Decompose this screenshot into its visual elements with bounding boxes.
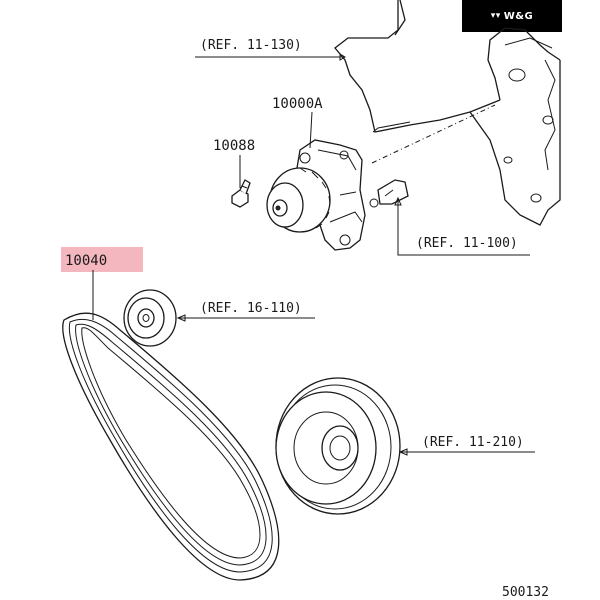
center-line [371,104,496,164]
label-ref-11-210: (REF. 11-210) [422,435,524,450]
crankshaft-pulley [275,377,401,515]
label-ref-11-100: (REF. 11-100) [416,236,518,251]
pump-gasket [369,179,409,208]
idler-pulley [123,289,177,347]
diagram-number: 500132 [502,585,549,600]
bolt-10088 [231,179,251,208]
logo-mark-icon: ▾▾ [490,11,501,21]
label-part-10088: 10088 [213,138,255,154]
part-10040-highlight [61,247,143,272]
water-pump [266,139,366,251]
label-ref-11-130: (REF. 11-130) [200,38,302,53]
drive-belt [62,312,280,581]
brand-logo: ▾▾ W&G [462,0,562,32]
engine-block [334,0,561,226]
label-ref-16-110: (REF. 16-110) [200,301,302,316]
logo-text: W&G [503,10,534,22]
label-part-10040: 10040 [65,253,107,269]
leader-lines [92,53,535,456]
label-part-10000a: 10000A [272,96,323,112]
